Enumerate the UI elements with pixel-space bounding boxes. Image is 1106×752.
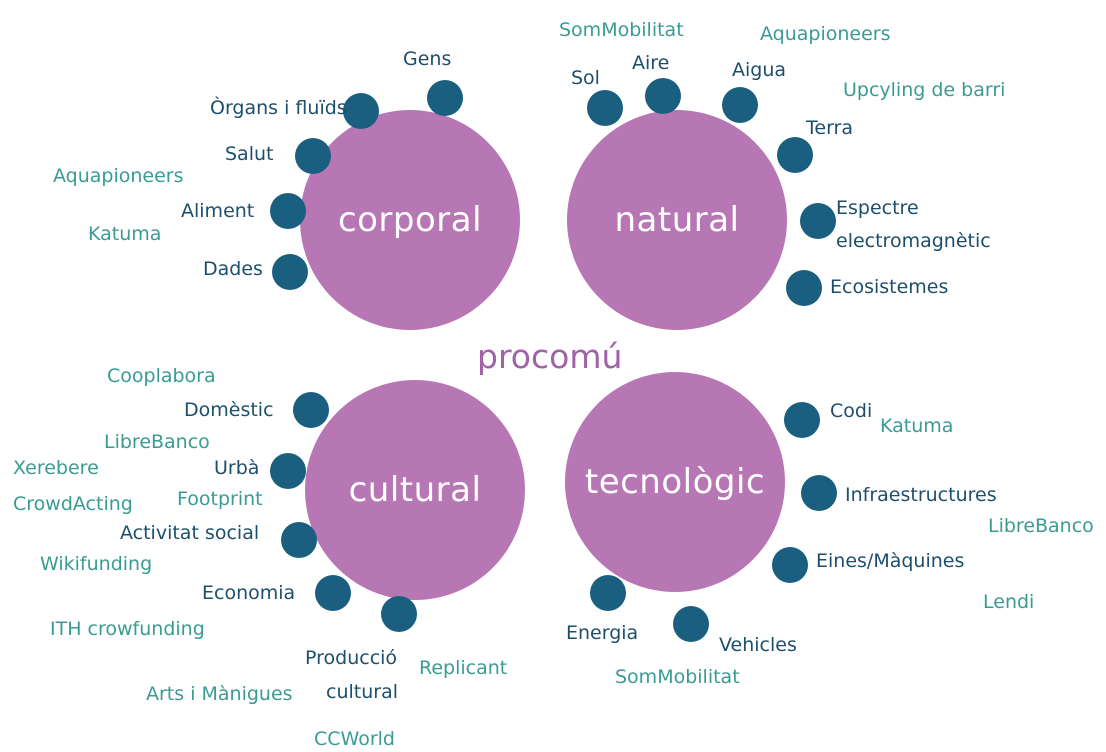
project-label: Aquapioneers <box>760 23 891 45</box>
resource-label: Urbà <box>214 457 260 479</box>
resource-dot <box>427 80 463 116</box>
resource-label: Economia <box>202 582 296 604</box>
resource-label: Vehicles <box>719 634 797 656</box>
resource-dot <box>673 606 709 642</box>
resource-label: Activitat social <box>120 522 260 544</box>
resource-dot <box>343 93 379 129</box>
resource-label: Codi <box>830 400 873 422</box>
circle-natural-label: natural <box>614 200 740 240</box>
resource-label: Espectre <box>836 197 919 219</box>
project-label: LibreBanco <box>988 515 1094 537</box>
project-label: Footprint <box>177 488 263 510</box>
resource-dot <box>800 203 836 239</box>
resource-label: Aliment <box>181 200 255 222</box>
resource-dot <box>270 453 306 489</box>
resource-dot <box>772 547 808 583</box>
resource-dot <box>270 193 306 229</box>
project-label: ITH crowfunding <box>50 618 205 640</box>
project-label: CrowdActing <box>13 493 133 515</box>
circle-cultural: cultural <box>305 380 525 600</box>
project-label: Replicant <box>419 657 508 679</box>
circle-tecnologic-label: tecnològic <box>584 462 766 502</box>
resource-dot <box>784 402 820 438</box>
resource-dot <box>645 78 681 114</box>
circle-corporal: corporal <box>300 110 520 330</box>
project-label: Xerebere <box>13 457 99 479</box>
project-label: LibreBanco <box>104 431 210 453</box>
circle-corporal-label: corporal <box>337 200 483 240</box>
project-label: Arts i Mànigues <box>146 683 293 705</box>
resource-dot <box>801 475 837 511</box>
resource-label: Energia <box>566 622 639 644</box>
project-label: Katuma <box>88 223 162 245</box>
resource-label: Aigua <box>732 59 787 81</box>
resource-dot <box>272 254 308 290</box>
project-label: Aquapioneers <box>53 165 184 187</box>
resource-label: Òrgans i fluïds <box>210 97 347 119</box>
resource-label: Eines/Màquines <box>816 550 965 572</box>
resource-dot <box>295 138 331 174</box>
resource-label: Gens <box>403 48 452 70</box>
project-label: CCWorld <box>314 728 395 750</box>
project-label: Lendi <box>983 591 1035 613</box>
resource-label: Terra <box>806 117 853 139</box>
resource-label: Salut <box>225 143 274 165</box>
resource-label: Producció <box>305 647 398 669</box>
resource-dot <box>786 270 822 306</box>
resource-dot <box>315 575 351 611</box>
resource-label: Dades <box>203 258 263 280</box>
resource-dot <box>590 575 626 611</box>
resource-label: Infraestructures <box>845 484 997 506</box>
project-label: Cooplabora <box>107 365 216 387</box>
project-label: SomMobilitat <box>559 19 684 41</box>
resource-label: cultural <box>326 681 398 703</box>
project-label: Katuma <box>880 415 954 437</box>
resource-label: Aire <box>632 52 670 74</box>
project-label: Upcyling de barri <box>843 79 1006 101</box>
resource-dot <box>587 90 623 126</box>
resource-dot <box>293 392 329 428</box>
resource-label: electromagnètic <box>836 230 991 252</box>
circle-natural: natural <box>567 110 787 330</box>
resource-dot <box>777 137 813 173</box>
resource-dot <box>381 596 417 632</box>
resource-label: Domèstic <box>184 399 274 421</box>
project-label: SomMobilitat <box>615 666 740 688</box>
center-label: procomú <box>477 337 623 376</box>
resource-dot <box>722 87 758 123</box>
resource-label: Ecosistemes <box>830 276 949 298</box>
resource-dot <box>281 522 317 558</box>
resource-label: Sol <box>571 67 600 89</box>
circle-tecnologic: tecnològic <box>565 372 785 592</box>
circle-cultural-label: cultural <box>348 470 482 510</box>
project-label: Wikifunding <box>40 553 153 575</box>
